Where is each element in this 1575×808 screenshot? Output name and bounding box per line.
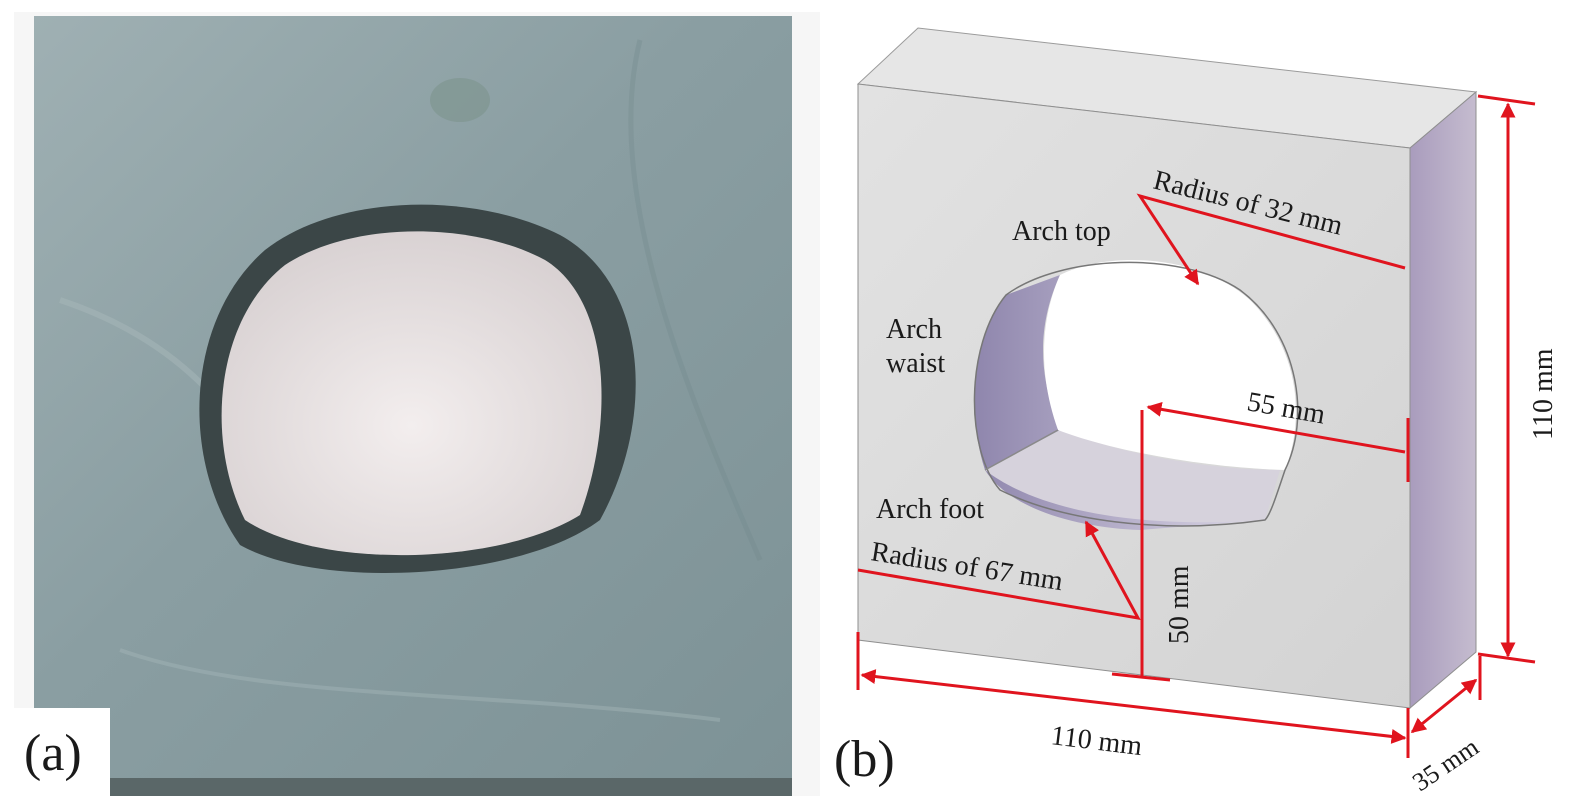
arch-foot-label: Arch foot bbox=[876, 494, 984, 525]
panel-a: (a) bbox=[14, 12, 820, 796]
panel-a-label-box bbox=[14, 708, 110, 796]
dim-width-label: 110 mm bbox=[1049, 720, 1144, 762]
radius-foot-leader bbox=[857, 520, 1141, 621]
panel-a-label: (a) bbox=[24, 725, 82, 782]
hole-edge-line bbox=[984, 429, 1059, 471]
slate-vein bbox=[628, 39, 763, 561]
dim-depth-label: 35 mm bbox=[1407, 732, 1484, 797]
dim-50-label: 50 mm bbox=[1164, 565, 1195, 644]
hole-floor bbox=[985, 430, 1280, 523]
radius-top-leader bbox=[1136, 193, 1406, 286]
dim-depth-line bbox=[1410, 678, 1478, 734]
slate-stain bbox=[430, 78, 490, 122]
photo-bottom-shadow bbox=[34, 778, 792, 796]
hole-opening bbox=[1044, 260, 1296, 470]
panel-b-label: (b) bbox=[834, 731, 895, 788]
arch-waist-label-line1: Arch bbox=[886, 314, 942, 345]
dim-55-line bbox=[1146, 401, 1406, 454]
dim-height-label: 110 mm bbox=[1528, 348, 1559, 440]
dim-height-tick-bottom bbox=[1477, 652, 1536, 664]
block-side-face bbox=[1409, 90, 1477, 710]
hole-outline bbox=[973, 261, 1299, 527]
dim-width-line bbox=[860, 669, 1407, 744]
dim-height-tick-top bbox=[1477, 94, 1536, 106]
dimension-lines bbox=[856, 94, 1536, 758]
arch-waist-label-line2: waist bbox=[886, 348, 945, 379]
panel-b: Arch top Arch waist Arch foot Radius of … bbox=[834, 27, 1559, 797]
specimen-hole-interior bbox=[221, 231, 602, 556]
arch-top-label: Arch top bbox=[1012, 216, 1111, 247]
slate-vein bbox=[119, 648, 721, 722]
